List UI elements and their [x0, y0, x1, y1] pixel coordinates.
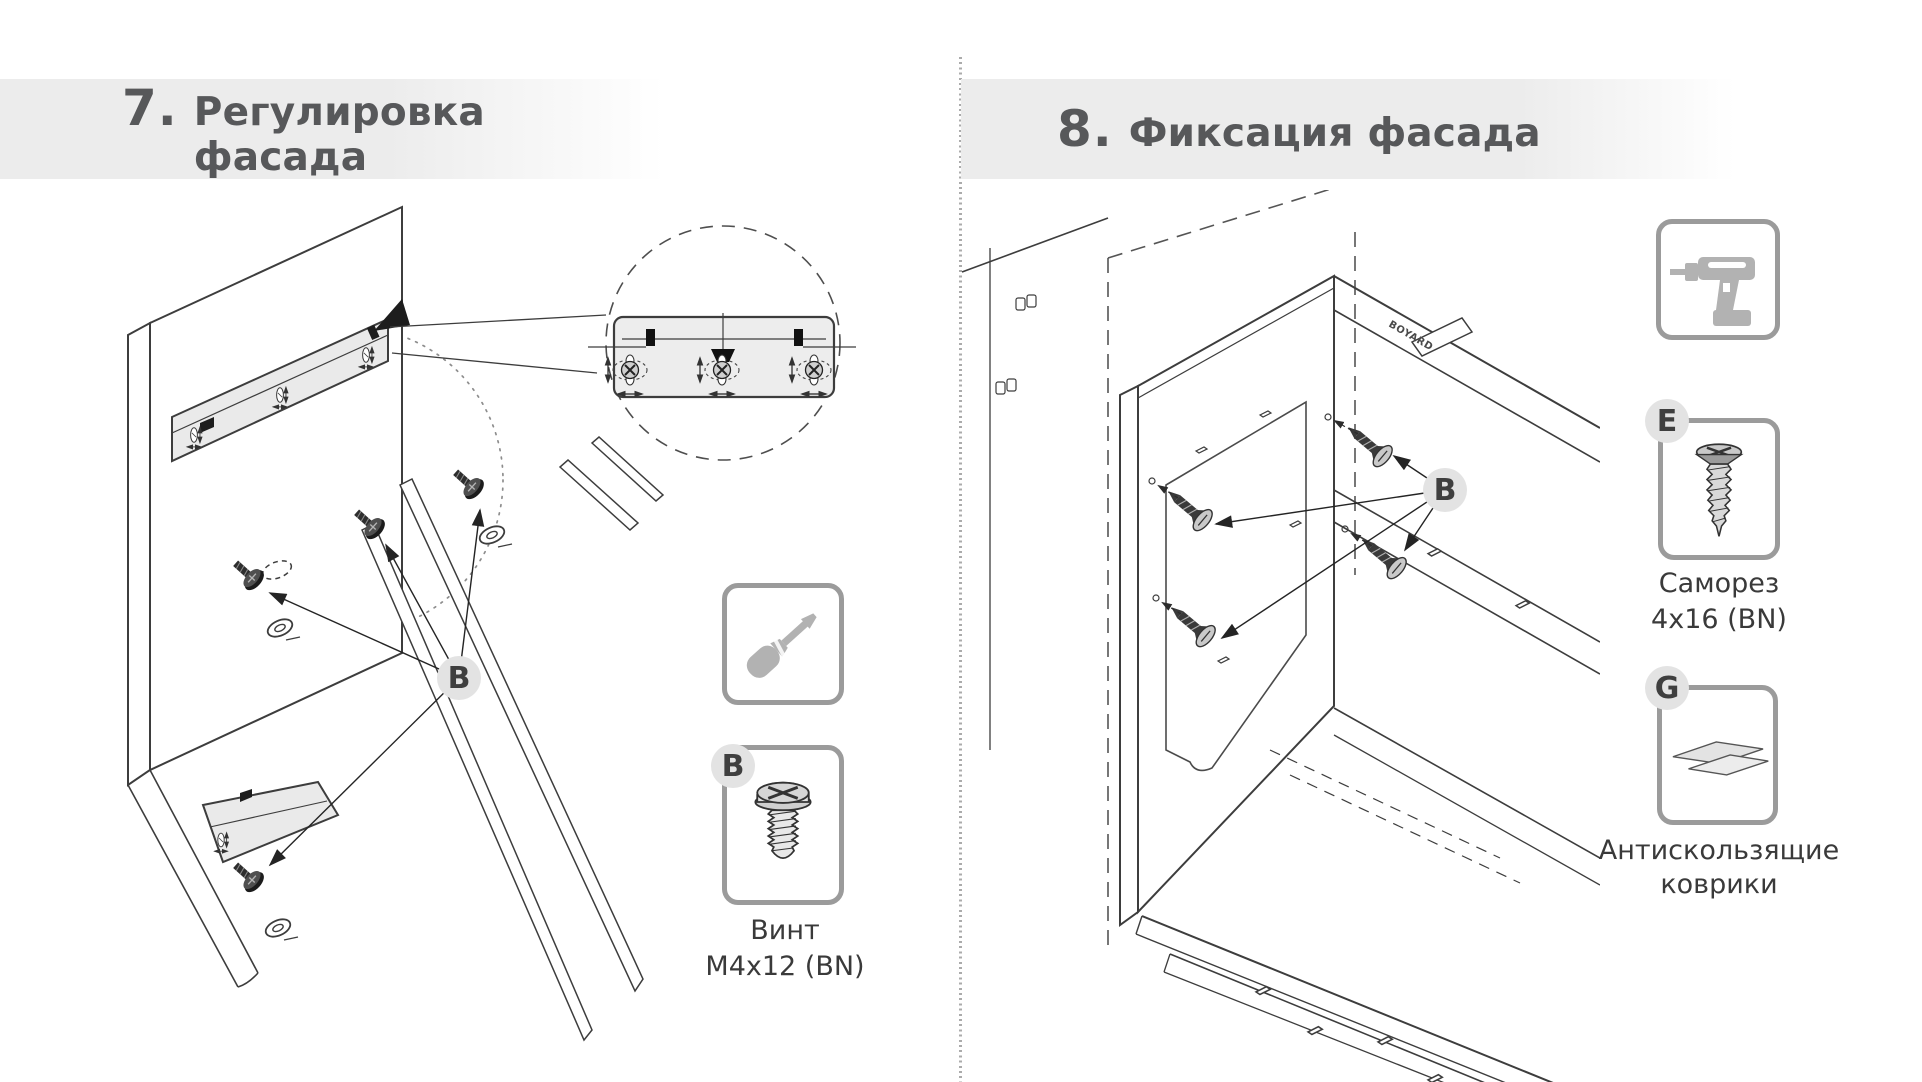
drill-icon	[1670, 256, 1755, 326]
bracket-detail-view	[588, 225, 856, 461]
part-box-e: E	[1645, 399, 1780, 560]
screw-b	[226, 855, 269, 897]
panel-divider	[959, 57, 962, 1082]
step7-number: 7.	[122, 78, 178, 137]
step8-title: Фиксация фасада	[1128, 111, 1541, 156]
badge-b-callout-left: B	[437, 656, 481, 700]
badge-b-callout-right: B	[1423, 468, 1467, 512]
fixing-screws	[1148, 413, 1411, 651]
top-bracket	[171, 299, 410, 463]
callout-leaders	[268, 508, 485, 867]
badge-b-part: B	[711, 744, 755, 788]
tool-box-drill	[1656, 219, 1780, 340]
anti-slip-mats-icon	[1672, 741, 1768, 776]
door-panel	[127, 205, 403, 988]
back-wall	[961, 217, 1109, 750]
step8-number: 8.	[1057, 100, 1113, 158]
drawer-side-rails	[361, 436, 665, 1042]
part-e-caption: Саморез 4x16 (BN)	[1651, 568, 1787, 635]
oval-slot	[476, 521, 513, 549]
part-box-g: G	[1645, 666, 1778, 825]
part-g-caption: Антискользящие коврики	[1598, 835, 1840, 900]
screw-icon	[754, 781, 812, 859]
hidden-lines	[1107, 190, 1356, 945]
screwdriver-icon	[746, 613, 817, 678]
bottom-bracket	[201, 780, 340, 864]
step7-title: Регулировка фасада	[193, 89, 485, 180]
badge-e-part: E	[1645, 399, 1689, 443]
self-tapping-screw-icon	[1694, 443, 1744, 537]
insert-arrow	[374, 299, 410, 331]
step8-illustration: BOYARD	[961, 190, 1600, 1082]
part-b-caption: Винт M4x12 (BN)	[705, 915, 865, 982]
adjust-glyphs	[604, 354, 832, 398]
side-rails	[1333, 275, 1600, 886]
step7-header-band: 7. Регулировка фасада	[0, 78, 665, 180]
bottom-rails	[1135, 749, 1554, 1082]
badge-g-part: G	[1645, 666, 1689, 710]
tool-box-screwdriver	[722, 583, 844, 705]
mounting-plate	[1165, 400, 1307, 772]
oval-slot	[262, 914, 299, 942]
step7-illustration	[127, 205, 856, 1042]
screw-b	[446, 462, 489, 504]
part-box-b: B	[711, 744, 844, 905]
step8-header-band: 8. Фиксация фасада	[961, 79, 1735, 179]
